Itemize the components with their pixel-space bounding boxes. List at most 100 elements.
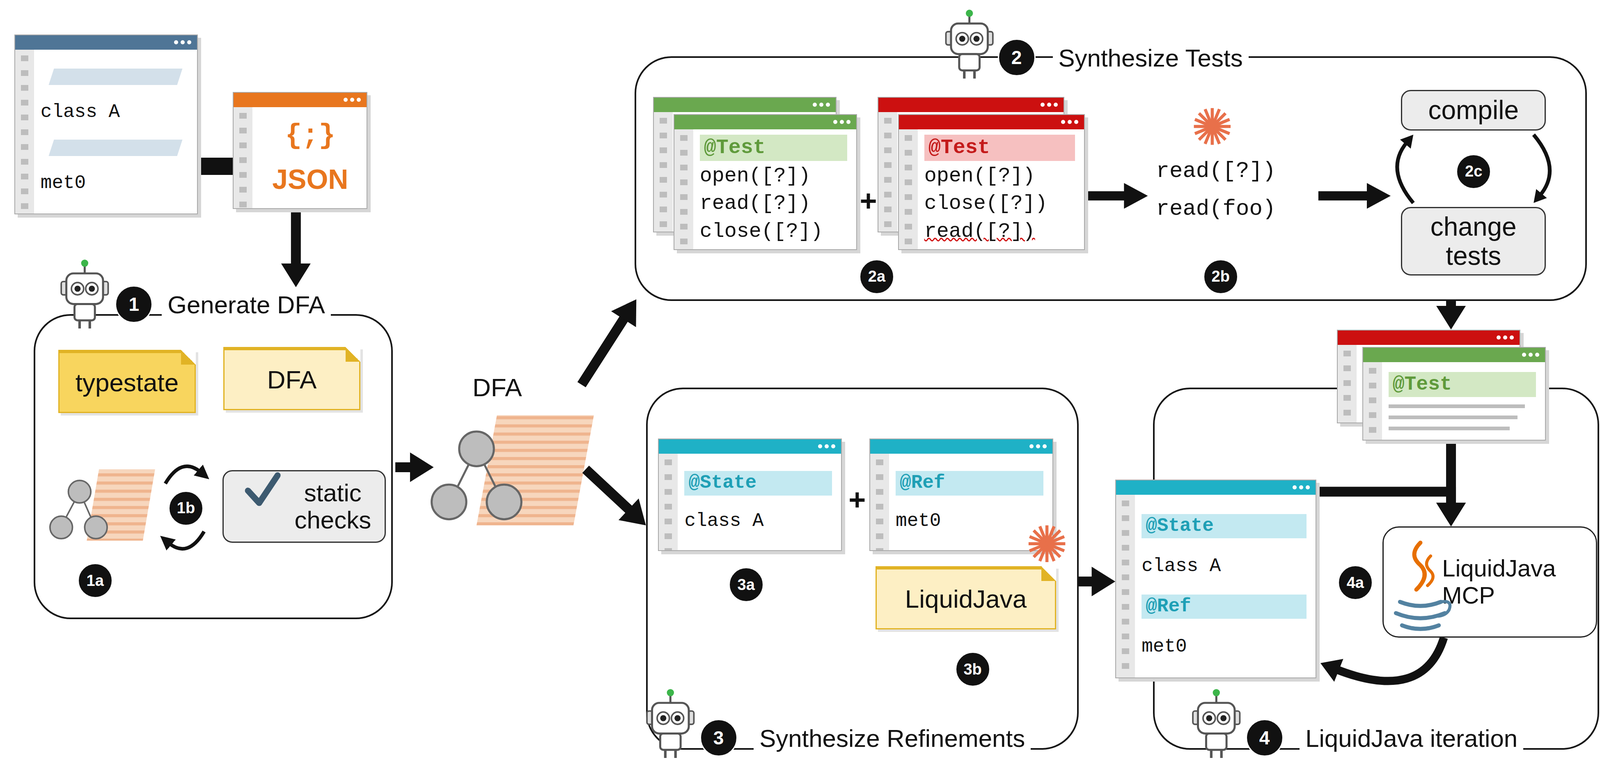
callout-number: 3b bbox=[955, 651, 991, 687]
java-logo bbox=[1395, 542, 1451, 629]
callout-number: 1b bbox=[168, 490, 204, 526]
process-box: LiquidJava MCP bbox=[1382, 526, 1597, 638]
box-content: change tests bbox=[1402, 208, 1545, 274]
callout-number: 2a bbox=[859, 259, 895, 295]
window-dot bbox=[819, 102, 824, 107]
note-fold bbox=[181, 349, 196, 365]
window-titlebar bbox=[1363, 347, 1545, 363]
note-fold bbox=[1041, 566, 1057, 581]
connector-line bbox=[1446, 442, 1456, 508]
window-content: {;}JSON bbox=[251, 106, 368, 210]
annotation-text: @State bbox=[1141, 513, 1307, 539]
window-dot bbox=[1042, 444, 1047, 449]
callout-number: 3 bbox=[699, 718, 738, 757]
code-text: close([?]) bbox=[699, 219, 852, 244]
arrow-head bbox=[611, 299, 637, 328]
figure-label: DFA bbox=[472, 372, 523, 403]
box-content: compile bbox=[1402, 91, 1545, 130]
code-text: class A bbox=[40, 100, 193, 124]
connector bbox=[581, 299, 637, 385]
window-dot bbox=[839, 119, 844, 124]
check-mark bbox=[247, 475, 278, 503]
group-title: LiquidJava iteration bbox=[1299, 723, 1524, 752]
box-content: LiquidJava MCP bbox=[1383, 527, 1596, 637]
code-text: open([?]) bbox=[924, 163, 1080, 189]
annotation-text: @State bbox=[684, 470, 832, 496]
window-content: @Stateclass A bbox=[676, 452, 842, 551]
window-titlebar bbox=[653, 97, 836, 113]
connector bbox=[281, 212, 311, 287]
robot-icon bbox=[61, 259, 108, 329]
arrow-head bbox=[410, 452, 434, 482]
process-box: static checks bbox=[222, 469, 386, 543]
asterisk-icon bbox=[1194, 107, 1231, 145]
window-titlebar bbox=[233, 92, 367, 108]
arrow-head bbox=[1400, 134, 1414, 149]
window-dot bbox=[356, 97, 361, 102]
connector-line bbox=[197, 157, 234, 175]
callout-number: 3a bbox=[728, 566, 764, 603]
connector-line bbox=[1335, 637, 1445, 681]
window-gutter bbox=[658, 453, 678, 550]
dfa-figure-small bbox=[50, 469, 156, 541]
window-dot bbox=[1067, 119, 1072, 124]
annotation-text: @Ref bbox=[895, 470, 1043, 496]
node-text: typestate bbox=[75, 367, 179, 397]
callout-number: 1 bbox=[114, 285, 153, 324]
connector bbox=[395, 452, 434, 482]
connector bbox=[585, 469, 647, 526]
arrow-head bbox=[618, 498, 647, 526]
note-content: typestate bbox=[59, 353, 195, 412]
window-dot bbox=[824, 444, 829, 449]
node-text: LiquidJava bbox=[905, 584, 1027, 614]
window-dot bbox=[833, 119, 838, 124]
group-title: Synthesize Refinements bbox=[753, 723, 1031, 752]
code-text: close([?]) bbox=[924, 191, 1080, 216]
code-text: read([?]) bbox=[699, 191, 852, 216]
code-window: {;}JSON bbox=[232, 91, 368, 210]
note-box: LiquidJava bbox=[875, 566, 1057, 630]
code-text: met0 bbox=[895, 509, 1048, 533]
connector bbox=[1316, 491, 1466, 527]
window-dot bbox=[1496, 335, 1501, 340]
arrow-head bbox=[1436, 502, 1466, 527]
connector bbox=[1320, 637, 1445, 682]
callout-number: 4 bbox=[1245, 718, 1284, 757]
node-text: static checks bbox=[286, 479, 379, 534]
code-line bbox=[1388, 426, 1511, 431]
window-dot bbox=[846, 119, 851, 124]
callout-number: 2b bbox=[1203, 259, 1239, 295]
window-dot bbox=[825, 102, 830, 107]
code-stripe bbox=[48, 68, 183, 85]
window-content: class Amet0 bbox=[33, 48, 198, 214]
window-dot bbox=[1522, 352, 1527, 357]
window-dot bbox=[1509, 335, 1514, 340]
connector bbox=[1436, 300, 1466, 330]
connector-line bbox=[581, 315, 627, 385]
window-gutter bbox=[1116, 494, 1135, 678]
window-gutter bbox=[1337, 344, 1357, 423]
connector-line bbox=[1533, 134, 1550, 196]
connector bbox=[1078, 566, 1116, 596]
process-box: compile bbox=[1400, 89, 1546, 131]
plain-content: DFA bbox=[433, 372, 594, 410]
window-gutter bbox=[878, 112, 898, 232]
window-titlebar bbox=[870, 439, 1053, 454]
flow-arrow bbox=[1318, 191, 1372, 201]
callout-number: 2c bbox=[1455, 153, 1492, 190]
plus-sign: + bbox=[859, 185, 878, 216]
window-titlebar bbox=[898, 114, 1085, 130]
code-text: {;} bbox=[285, 119, 336, 153]
connector bbox=[1533, 134, 1550, 203]
code-window: @Testopen([?])close([?])read([?]) bbox=[898, 114, 1085, 250]
window-content: @Testopen([?])close([?])read([?]) bbox=[916, 128, 1085, 250]
asterisk-icon bbox=[1028, 525, 1066, 562]
dfa-figure bbox=[431, 414, 594, 525]
window-dot bbox=[1040, 102, 1045, 107]
window-gutter bbox=[653, 112, 673, 232]
window-titlebar bbox=[674, 114, 857, 130]
window-dot bbox=[350, 97, 355, 102]
callout-number: 4a bbox=[1337, 564, 1374, 601]
process-box: change tests bbox=[1400, 206, 1546, 276]
